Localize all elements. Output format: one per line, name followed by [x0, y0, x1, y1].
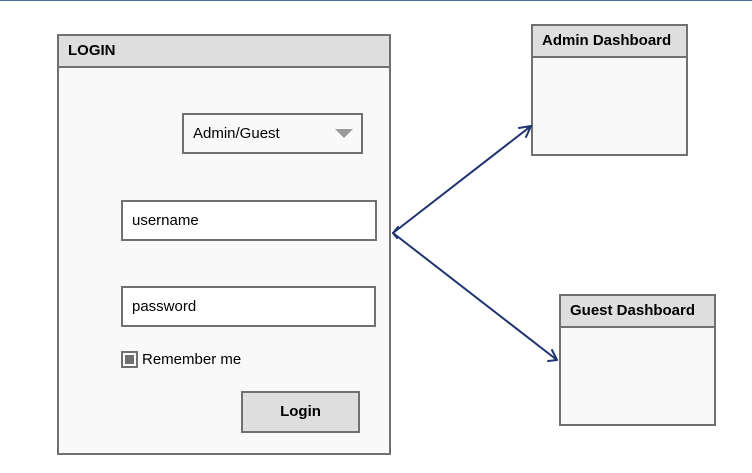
chevron-down-icon	[335, 129, 353, 138]
remember-me-label: Remember me	[142, 350, 242, 368]
role-select[interactable]: Admin/Guest	[182, 113, 363, 154]
remember-me-checkbox[interactable]: Remember me	[121, 349, 241, 369]
guest-dashboard-title: Guest Dashboard	[561, 296, 714, 328]
arrowhead-login-icon	[392, 226, 399, 239]
role-select-value: Admin/Guest	[193, 125, 280, 142]
login-panel-title: LOGIN	[59, 36, 389, 68]
connector-to-admin-dashboard	[392, 125, 532, 234]
arrowhead-admin-icon	[518, 125, 532, 138]
admin-dashboard-panel: Admin Dashboard	[531, 24, 688, 156]
checkbox-mark	[125, 354, 134, 364]
login-panel: LOGIN	[57, 34, 391, 455]
arrowhead-guest-icon	[547, 349, 558, 362]
top-divider	[0, 0, 752, 1]
password-field[interactable]: password	[121, 286, 376, 327]
checkbox-checked-icon[interactable]	[121, 350, 138, 368]
username-field[interactable]: username	[121, 200, 377, 241]
login-button[interactable]: Login	[241, 391, 360, 433]
connector-to-guest-dashboard	[392, 232, 558, 361]
guest-dashboard-panel: Guest Dashboard	[559, 294, 716, 426]
admin-dashboard-title: Admin Dashboard	[533, 26, 686, 58]
